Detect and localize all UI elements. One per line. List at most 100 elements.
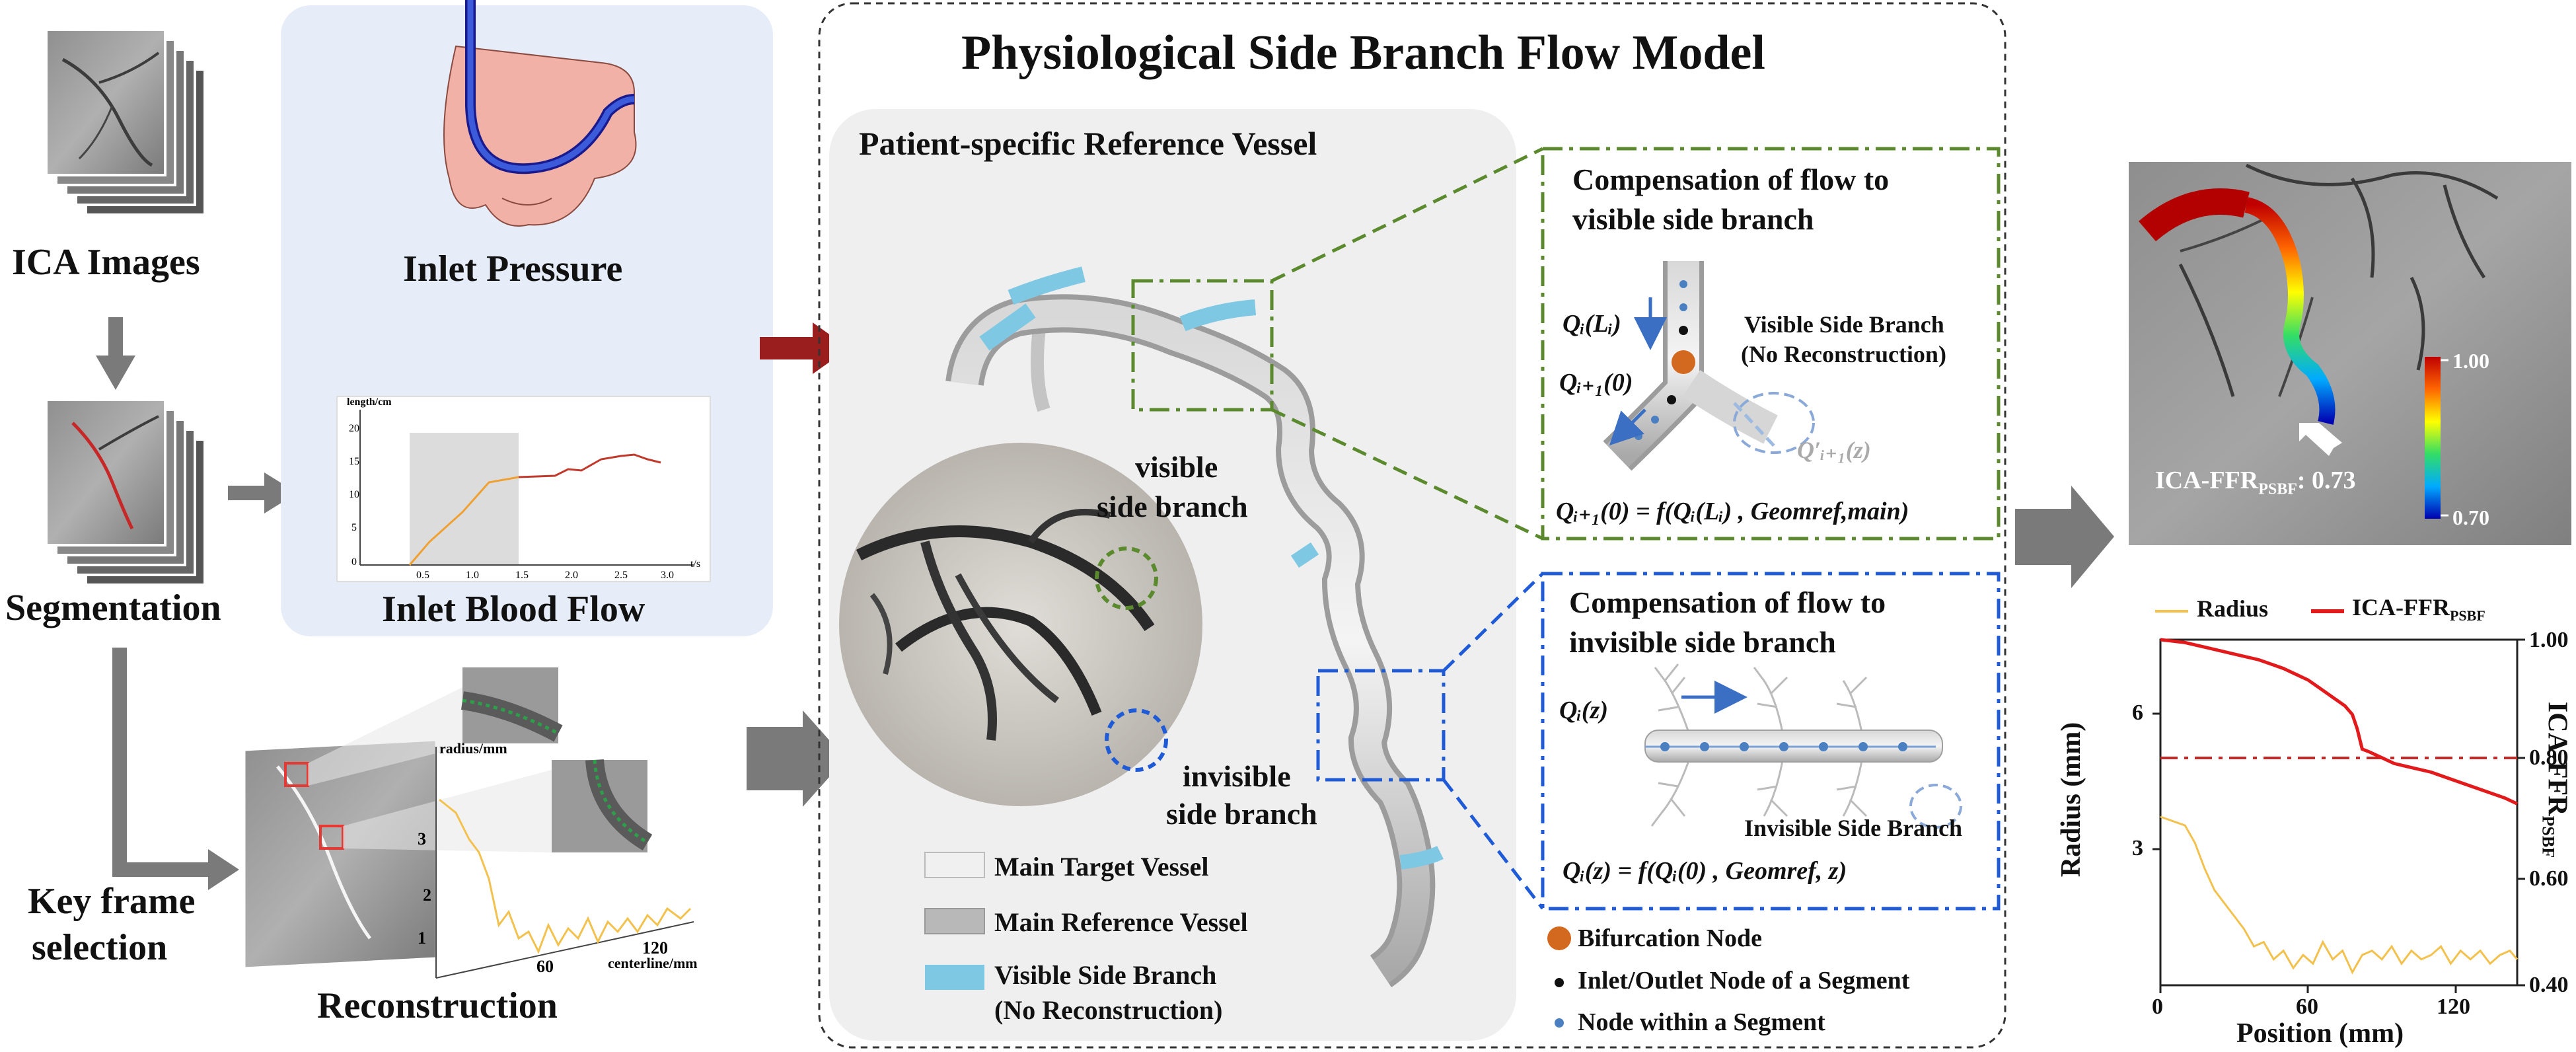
heart-icon <box>443 0 637 227</box>
visible-label-line2: side branch <box>1097 490 1248 523</box>
visible-zoom-box <box>1131 279 1274 412</box>
inlet-ytick-20: 20 <box>349 423 359 434</box>
segmentation-stack <box>45 398 206 586</box>
key-frame-label-line1: Key frame <box>28 881 196 922</box>
recon-ytick-2: 2 <box>423 885 431 905</box>
inlet-ytick-10: 10 <box>349 489 359 500</box>
reconstruction-label: Reconstruction <box>317 985 558 1026</box>
result-ffr-sub: PSBF <box>2258 480 2297 498</box>
radius-series-line <box>2160 815 2519 975</box>
segmentation-label: Segmentation <box>5 587 221 628</box>
inlet-outlet-node-label: Inlet/Outlet Node of a Segment <box>1578 967 1910 995</box>
chart-series-group <box>2160 638 2519 975</box>
chart-ytick-3: 3 <box>2132 836 2143 860</box>
chart-legend-ffr-main: ICA-FFR <box>2352 594 2450 620</box>
chart-xtick-120: 120 <box>2437 995 2470 1019</box>
inlet-xtick-2.5: 2.5 <box>614 570 628 581</box>
chart-y2label-main: ICA-FFR <box>2542 701 2573 816</box>
visible-branch-box <box>1541 147 2001 541</box>
inlet-ytick-15: 15 <box>349 456 359 467</box>
recon-xlabel: centerline/mm <box>608 955 698 971</box>
recon-xtick-120: 120 <box>642 938 668 958</box>
q-prime-label: Q′ᵢ₊₁(z) <box>1797 437 1871 463</box>
ica-images-label: ICA Images <box>12 242 200 283</box>
arrow-segmentation-to-keyframe <box>112 648 239 890</box>
chart-y2tick-0.80: 0.80 <box>2529 745 2569 770</box>
legend-swatch-target <box>924 852 985 878</box>
legend-swatch-visible-branch <box>925 965 984 990</box>
within-node-label: Node within a Segment <box>1578 1008 1825 1036</box>
chart-ytick-6: 6 <box>2132 700 2143 725</box>
visible-label-line1: visible <box>1135 450 1218 484</box>
inlet-xtick-1.0: 1.0 <box>466 570 479 581</box>
result-ffr-value: : 0.73 <box>2297 467 2356 494</box>
chart-xtick-0: 0 <box>2152 995 2163 1019</box>
inlet-chart-xunit: t/s <box>690 558 701 570</box>
reconstruction-image <box>243 667 653 969</box>
chart-ylabel: Radius (mm) <box>2056 722 2086 878</box>
colorbar-max-label: 1.00 <box>2452 349 2489 373</box>
bifurcation-node-label: Bifurcation Node <box>1578 924 1763 952</box>
inlet-xtick-2.0: 2.0 <box>565 570 578 581</box>
q-next0-label: Qᵢ₊₁(0) <box>1559 369 1633 396</box>
visible-box-branch-line1: Visible Side Branch <box>1744 311 1944 338</box>
q-li-label: Qᵢ(Lᵢ) <box>1563 310 1621 338</box>
chart-y2tick-1.00: 1.00 <box>2529 628 2569 652</box>
legend-swatch-reference <box>924 908 985 934</box>
inlet-flow-chart <box>336 396 711 582</box>
ica-images-stack <box>45 28 206 216</box>
red-arrow <box>760 322 849 374</box>
recon-xtick-60: 60 <box>536 957 554 976</box>
colorbar-min-label: 0.70 <box>2452 506 2489 529</box>
result-image <box>2129 162 2571 545</box>
inlet-xtick-3.0: 3.0 <box>661 570 674 581</box>
visible-bifurcation-diagram <box>1603 261 1815 471</box>
chart-y2tick-0.40: 0.40 <box>2529 973 2569 997</box>
legend-side-label-line1: Visible Side Branch <box>994 960 1217 990</box>
recon-ylabel: radius/mm <box>439 740 507 757</box>
recon-ytick-3: 3 <box>418 829 426 848</box>
inlet-xtick-1.5: 1.5 <box>515 570 529 581</box>
recon-ytick-1: 1 <box>418 928 426 948</box>
visible-box-title-line2: visible side branch <box>1572 202 1814 236</box>
inlet-blood-flow-label: Inlet Blood Flow <box>382 589 645 630</box>
inlet-xtick-0.5: 0.5 <box>416 570 429 581</box>
within-node-marker <box>1555 1018 1564 1028</box>
gray-arrow-to-model <box>747 710 846 807</box>
ffr-series-line <box>2160 638 2519 806</box>
ffr-radius-chart <box>2153 609 2525 993</box>
chart-y2label-sub: PSBF <box>2538 815 2558 858</box>
q-z-label: Qᵢ(z) <box>1559 696 1608 724</box>
invisible-branch-diagram <box>1644 663 1962 829</box>
arrow-ica-to-segmentation <box>96 317 135 390</box>
visible-box-formula: Qᵢ₊₁(0) = f(Qᵢ(Lᵢ) , Geomref,main) <box>1556 498 1909 525</box>
legend-side-label-line2: (No Reconstruction) <box>994 995 1223 1025</box>
invisible-zoom-box <box>1316 669 1446 782</box>
reference-vessel-label: Patient-specific Reference Vessel <box>859 125 1317 162</box>
legend-reference-label: Main Reference Vessel <box>994 907 1248 937</box>
angiogram-disc <box>839 443 1202 806</box>
inlet-ytick-5: 5 <box>351 522 357 533</box>
gray-arrow-to-result <box>2015 486 2114 588</box>
chart-legend-ffr-sub: PSBF <box>2449 607 2485 624</box>
invisible-box-branch-label: Invisible Side Branch <box>1744 815 1963 841</box>
invisible-box-title-line2: invisible side branch <box>1569 625 1836 659</box>
inlet-pressure-label: Inlet Pressure <box>403 248 623 289</box>
invisible-label-line1: invisible <box>1183 759 1291 793</box>
inlet-ytick-0: 0 <box>351 556 357 568</box>
chart-legend-ffr: ICA-FFRPSBF <box>2352 593 2485 624</box>
chart-xlabel: Position (mm) <box>2236 1018 2404 1049</box>
model-panel <box>818 2 2006 1049</box>
visible-box-branch-line2: (No Reconstruction) <box>1741 341 1946 367</box>
key-frame-label-line2: selection <box>32 927 168 968</box>
model-title: Physiological Side Branch Flow Model <box>961 26 1765 80</box>
inlet-outlet-node-marker <box>1555 978 1564 987</box>
visible-box-title-line1: Compensation of flow to <box>1572 163 1890 196</box>
chart-y2tick-0.60: 0.60 <box>2529 866 2569 891</box>
bifurcation-node-marker <box>1547 926 1571 950</box>
result-ffr-main: ICA-FFR <box>2155 467 2259 494</box>
invisible-box-formula: Qᵢ(z) = f(Qᵢ(0) , Geomref, z) <box>1563 857 1847 885</box>
inlet-chart-ylabel: length/cm <box>347 396 392 408</box>
result-ffr-label: ICA-FFRPSBF: 0.73 <box>2155 466 2356 499</box>
chart-legend-radius: Radius <box>2197 595 2269 622</box>
